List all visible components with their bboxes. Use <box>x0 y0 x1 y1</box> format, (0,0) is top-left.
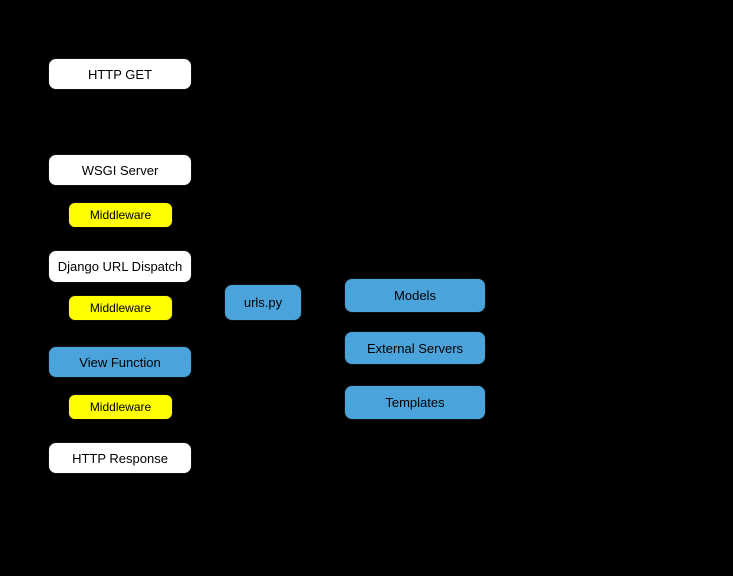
node-external-servers-label: External Servers <box>366 340 464 356</box>
node-http-get-label: HTTP GET <box>87 66 153 82</box>
node-http-get: HTTP GET <box>48 58 192 90</box>
node-urls-py-label: urls.py <box>243 295 283 310</box>
node-http-response: HTTP Response <box>48 442 192 474</box>
node-models: Models <box>344 278 486 313</box>
node-middleware-1: Middleware <box>68 202 173 228</box>
node-wsgi-server-label: WSGI Server <box>81 162 159 178</box>
node-middleware-2: Middleware <box>68 295 173 321</box>
node-templates-label: Templates <box>385 395 445 410</box>
node-external-servers: External Servers <box>344 331 486 365</box>
node-templates: Templates <box>344 385 486 420</box>
node-models-label: Models <box>394 288 436 303</box>
node-middleware-3: Middleware <box>68 394 173 420</box>
node-wsgi-server: WSGI Server <box>48 154 192 186</box>
node-urls-py: urls.py <box>224 284 302 321</box>
node-django-url-dispatch-label: Django URL Dispatch <box>57 259 183 274</box>
node-view-function: View Function <box>48 346 192 378</box>
node-middleware-2-label: Middleware <box>89 301 152 315</box>
node-middleware-3-label: Middleware <box>89 400 152 414</box>
node-django-url-dispatch: Django URL Dispatch <box>48 250 192 283</box>
node-middleware-1-label: Middleware <box>89 208 152 222</box>
node-view-function-label: View Function <box>79 354 161 370</box>
node-http-response-label: HTTP Response <box>72 450 168 466</box>
